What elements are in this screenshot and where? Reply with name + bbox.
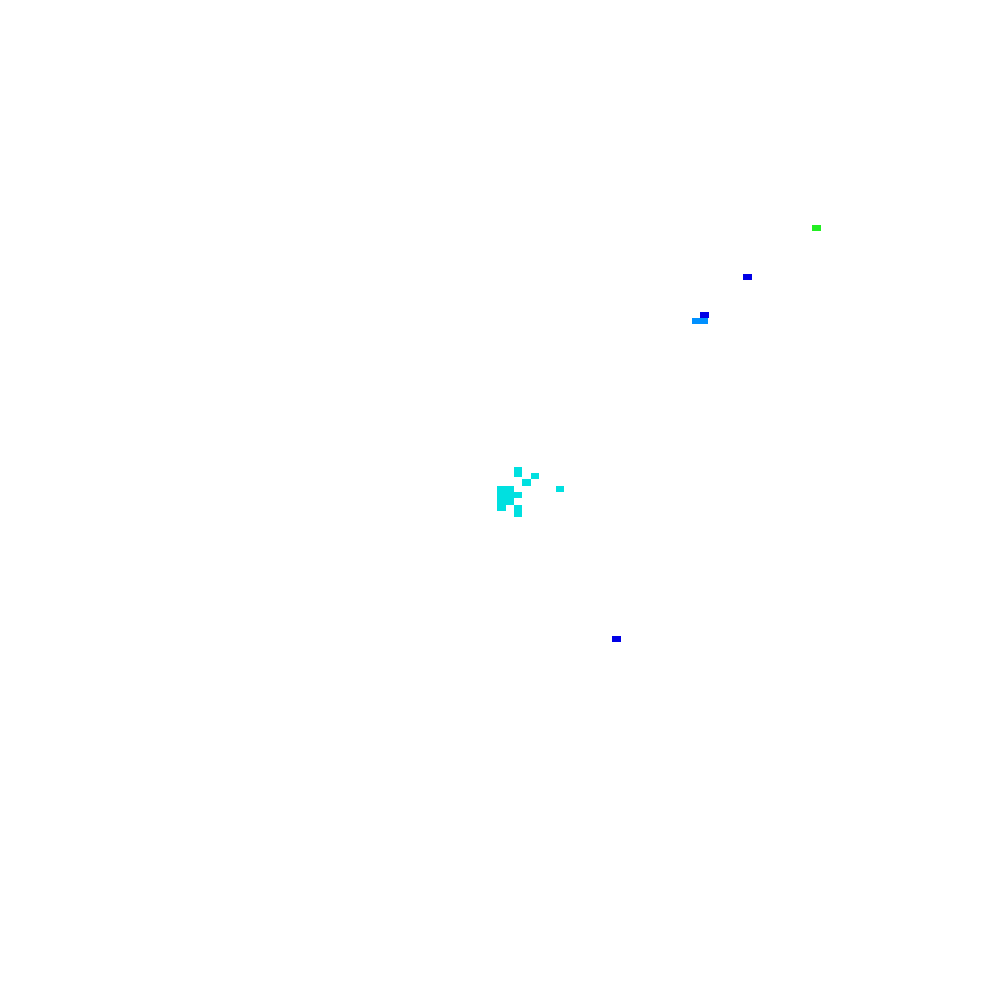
cyan-pixel [497, 499, 506, 511]
cyan-pixel [556, 486, 564, 492]
cyan-pixel [514, 505, 522, 517]
cyan-pixel [522, 479, 531, 486]
cyan-pixel [531, 473, 539, 479]
cyan-pixel [514, 492, 522, 498]
blue-pixel [700, 312, 709, 318]
blue-pixel [743, 274, 752, 280]
azure-pixel [692, 318, 708, 324]
cyan-pixel [514, 467, 522, 477]
cyan-pixel [506, 499, 514, 505]
cyan-pixel [497, 486, 514, 499]
blue-pixel [612, 636, 621, 642]
green-pixel [812, 225, 821, 231]
